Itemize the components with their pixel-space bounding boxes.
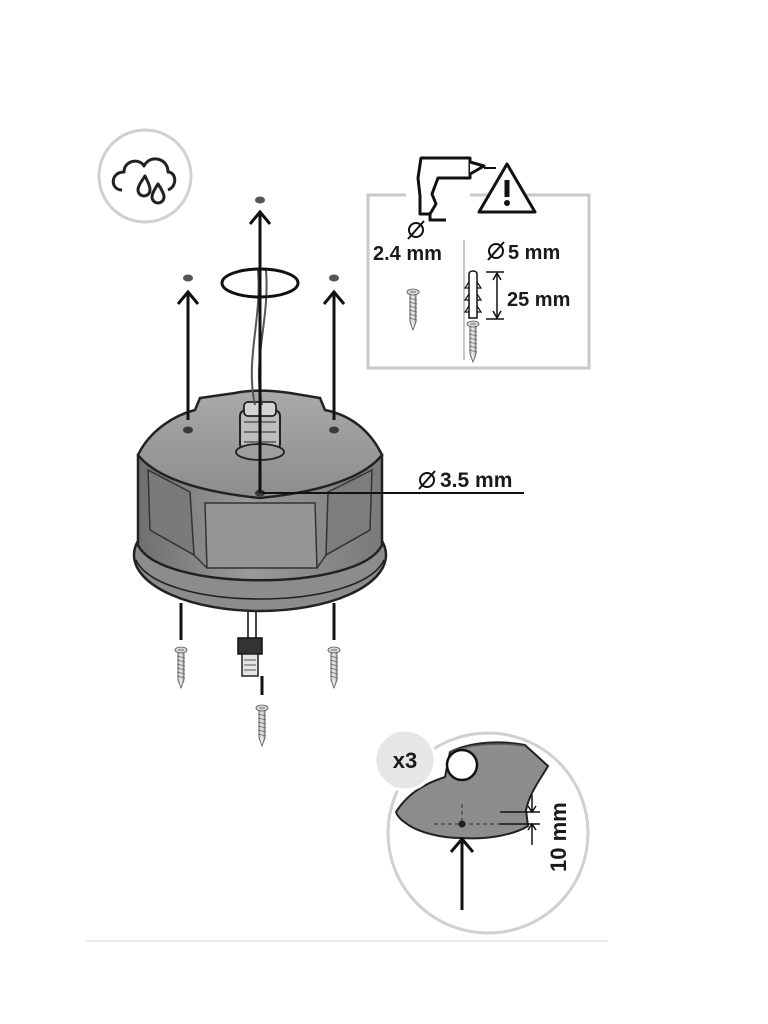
weather-cloud-rain-icon xyxy=(111,157,177,205)
drill-icon xyxy=(416,156,496,222)
detail-view: 10 mm xyxy=(386,731,590,935)
insert-arrow xyxy=(449,836,475,910)
diameter-symbol xyxy=(418,470,436,490)
diameter-symbol xyxy=(407,220,505,261)
device-housing xyxy=(132,389,388,613)
edge-distance-label: 10 mm xyxy=(546,802,571,872)
screw-icon xyxy=(255,704,269,747)
warning-triangle-icon xyxy=(477,162,537,214)
screw-icon xyxy=(174,646,188,689)
mount-hole-right xyxy=(329,426,339,434)
depth-dimension xyxy=(486,271,504,320)
weather-badge xyxy=(97,128,193,224)
quantity-badge: x3 xyxy=(373,728,437,792)
center-hole-diameter-label: 3.5 mm xyxy=(440,469,512,492)
screw-icon xyxy=(327,646,341,689)
drill-spec-panel: 2.4 mm 5 mm 25 mm xyxy=(366,156,591,370)
connector-icon xyxy=(237,637,263,677)
anchor-hole-diameter-label: 5 mm xyxy=(508,242,560,264)
pilot-hole-diameter-label: 2.4 mm xyxy=(373,243,442,265)
anchor-depth-label: 25 mm xyxy=(507,289,570,311)
mount-hole-left xyxy=(183,426,193,434)
wall-plug-icon xyxy=(463,270,483,319)
mounting-arrows xyxy=(176,209,346,493)
quantity-label: x3 xyxy=(393,748,417,773)
